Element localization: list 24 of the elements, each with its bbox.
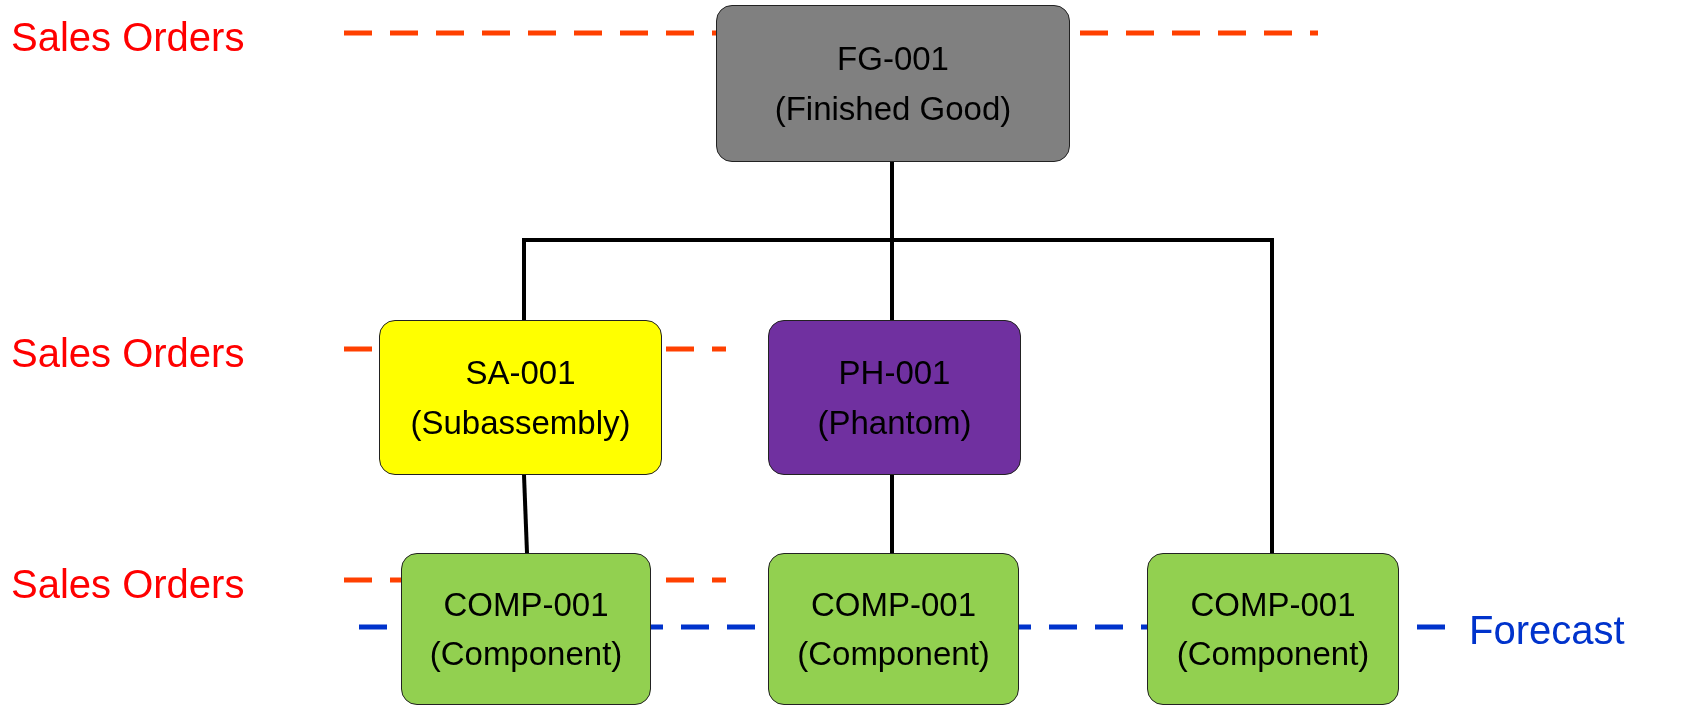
level-label: Sales Orders xyxy=(11,333,245,373)
connector-line xyxy=(890,475,894,553)
item-label: (Component) xyxy=(797,634,990,674)
item-label: (Component) xyxy=(1176,634,1370,674)
item-box xyxy=(401,553,651,705)
item-label: (Phantom) xyxy=(817,402,972,443)
connector-line xyxy=(522,474,529,554)
item-label: SA-001 xyxy=(465,353,576,393)
item-label: COMP-001 xyxy=(810,584,977,625)
item-label: FG-001 xyxy=(837,39,949,79)
level-label: Forecast xyxy=(1469,610,1625,650)
item-label: COMP-001 xyxy=(443,584,609,625)
item-box xyxy=(768,320,1021,475)
level-label: Sales Orders xyxy=(11,17,245,57)
item-box xyxy=(716,5,1070,162)
level-label: Sales Orders xyxy=(11,564,245,604)
item-label: PH-001 xyxy=(838,353,951,393)
item-label: (Component) xyxy=(429,634,623,674)
item-box xyxy=(1147,553,1399,705)
item-label: (Finished Good) xyxy=(774,88,1012,129)
item-label: (Subassembly) xyxy=(410,402,631,443)
item-box xyxy=(768,553,1019,705)
item-label: COMP-001 xyxy=(1190,584,1356,625)
item-box xyxy=(379,320,662,475)
